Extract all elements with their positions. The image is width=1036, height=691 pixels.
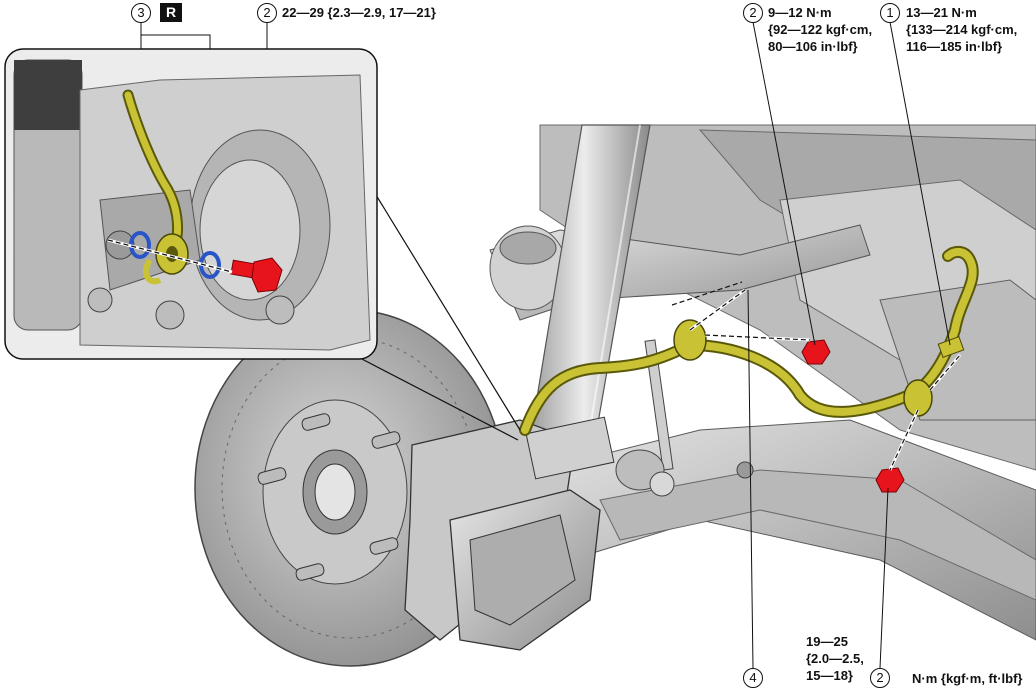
torque-upper-line-2: {92—122 kgf·cm, [768, 22, 873, 37]
callout-2-lower: 2 [870, 668, 890, 688]
torque-lower-line-2: {2.0—2.5, [806, 651, 864, 666]
torque-upper-line-3: 80—106 in·lbf} [768, 39, 858, 54]
stabilizer-link [615, 339, 675, 497]
torque-lower-line-3: 15—18} [806, 668, 853, 683]
callout-1: 1 [880, 3, 900, 23]
callout-2-upper: 2 [743, 3, 763, 23]
torque-lower-line-1: 19—25 [806, 634, 848, 649]
torque-inset-bolt: 22—29 {2.3—2.9, 17—21} [282, 5, 436, 20]
brake-caliper [404, 416, 615, 651]
torque-upper-line-1: 9—12 N·m [768, 5, 832, 20]
lower-control-arm [539, 419, 1036, 641]
units-note: N·m {kgf·m, ft·lbf} [912, 671, 1023, 686]
torque-bracket-line-3: 116—185 in·lbf} [906, 39, 1003, 54]
torque-bracket-line-1: 13—21 N·m [906, 5, 977, 20]
hose-bolts [801, 339, 905, 493]
detail-inset [4, 48, 521, 441]
callout-3: 3 [131, 3, 151, 23]
brake-hose [519, 245, 979, 436]
replace-badge: R [160, 3, 182, 22]
callout-2-inset: 2 [257, 3, 277, 23]
callout-4: 4 [743, 668, 763, 688]
torque-bracket-line-2: {133—214 kgf·cm, [906, 22, 1018, 37]
